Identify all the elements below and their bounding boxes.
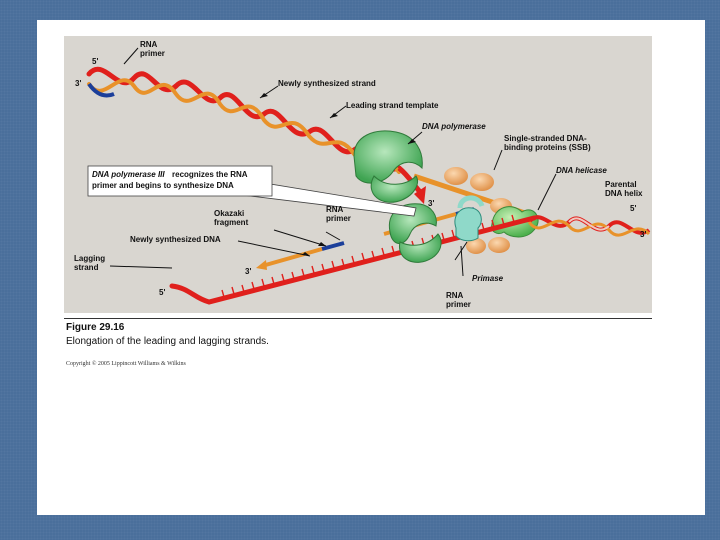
- label-dna-polymerase: DNA polymerase: [422, 122, 486, 131]
- label-parental-2: DNA helix: [605, 189, 643, 198]
- label-3-prime-lagging: 3': [245, 267, 251, 276]
- label-newly-synthesized-dna: Newly synthesized DNA: [130, 235, 221, 244]
- label-5-prime-lagging: 5': [159, 288, 165, 297]
- figure-description: Elongation of the leading and lagging st…: [66, 336, 269, 347]
- caption-rule: [64, 318, 652, 319]
- dna-polymerase-top: [354, 131, 422, 183]
- ssb-protein: [470, 173, 494, 191]
- label-lagging-2: strand: [74, 263, 99, 272]
- callout-line2: primer and begins to synthesize DNA: [92, 181, 234, 190]
- replication-fork-diagram: RNA primer 5' 3' Newly synthesized stran…: [64, 36, 652, 313]
- label-ssb-1: Single-stranded DNA-: [504, 134, 587, 143]
- label-rna-primer-top: RNA: [140, 40, 158, 49]
- okazaki-arrowhead: [256, 260, 267, 270]
- label-okazaki-1: Okazaki: [214, 209, 244, 218]
- label-3-prime-leading: 3': [428, 199, 434, 208]
- primase: [455, 208, 481, 241]
- primase-top: [460, 198, 482, 208]
- okazaki-fragment: [262, 249, 322, 266]
- label-parental-1: Parental: [605, 180, 637, 189]
- label-rna-primer-bottom-2: primer: [446, 300, 471, 309]
- copyright-notice: Copyright © 2005 Lippincott Williams & W…: [66, 361, 186, 367]
- label-newly-synthesized-strand: Newly synthesized strand: [278, 79, 376, 88]
- newly-synthesized-strand: [89, 80, 399, 172]
- label-okazaki-2: fragment: [214, 218, 249, 227]
- label-rna-primer-mid-1: RNA: [326, 205, 344, 214]
- dna-polymerase-top-jaw: [371, 176, 417, 202]
- label-3-prime-right: 3': [640, 230, 646, 239]
- replication-fork-figure: RNA primer 5' 3' Newly synthesized stran…: [64, 36, 652, 313]
- label-dna-helicase: DNA helicase: [556, 166, 607, 175]
- label-rna-primer-top-2: primer: [140, 49, 165, 58]
- label-5-prime-right: 5': [630, 204, 636, 213]
- parental-dna-helix: [529, 217, 649, 235]
- ssb-protein: [488, 237, 510, 253]
- ssb-protein: [444, 167, 468, 185]
- callout-line1-italic: DNA polymerase III: [92, 170, 165, 179]
- label-rna-primer-bottom-1: RNA: [446, 291, 464, 300]
- label-3-prime-top: 3': [75, 79, 81, 88]
- label-5-prime-top: 5': [92, 57, 98, 66]
- label-lagging-1: Lagging: [74, 254, 105, 263]
- label-ssb-2: binding proteins (SSB): [504, 143, 591, 152]
- label-rna-primer-mid-2: primer: [326, 214, 351, 223]
- label-primase: Primase: [472, 274, 504, 283]
- slide: RNA primer 5' 3' Newly synthesized stran…: [37, 20, 705, 515]
- label-leading-strand-template: Leading strand template: [346, 101, 439, 110]
- figure-number: Figure 29.16: [66, 322, 124, 333]
- callout-line1-rest: recognizes the RNA: [172, 170, 248, 179]
